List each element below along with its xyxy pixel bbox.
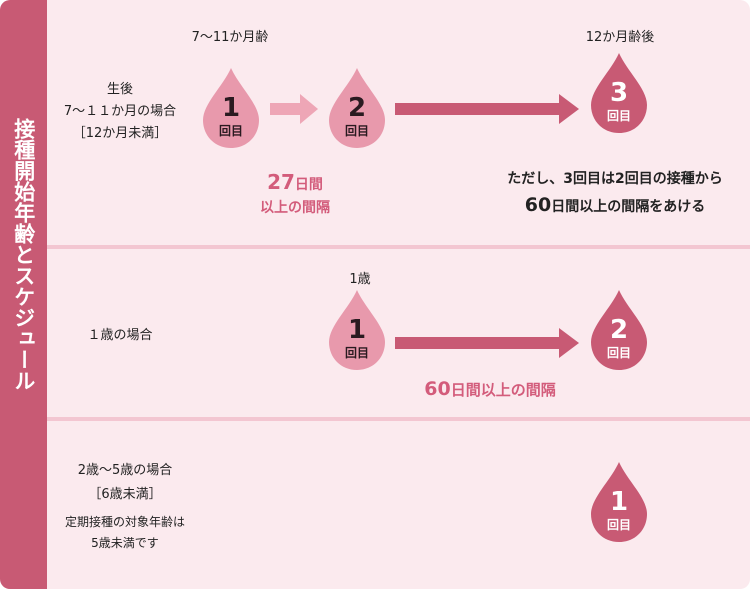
row1-note-num: 60 — [524, 194, 552, 216]
row1-dose1-num: 1 — [221, 93, 241, 123]
drop-icon — [591, 462, 647, 542]
row1-dose3-num: 3 — [609, 78, 629, 108]
row1-dose3-drop: 3 回目 — [591, 53, 647, 133]
row3-case-line2: ［6歳未満］ — [88, 487, 162, 502]
drop-icon — [329, 290, 385, 370]
row1-note-line1: ただし、3回目は2回目の接種から — [507, 171, 723, 187]
drop-icon — [591, 290, 647, 370]
row1-interval-unit: 日間 — [294, 177, 323, 193]
row2-age-top: 1歳 — [349, 272, 371, 287]
row2-dose2-label: 回目 — [606, 346, 631, 360]
sidebar: 接種開始年齢とスケジュール — [0, 0, 47, 589]
row2-case-label: １歳の場合 — [87, 328, 153, 343]
row1-dose3-label: 回目 — [606, 109, 631, 123]
row1-case-line3: ［12か月未満］ — [72, 126, 168, 141]
row1-long-arrow — [395, 94, 579, 124]
row1-dose2-num: 2 — [347, 93, 367, 123]
row3-dose1-num: 1 — [609, 487, 629, 517]
row3-note-line1: 定期接種の対象年齢は — [64, 515, 185, 529]
row2-dose1-num: 1 — [347, 315, 367, 345]
row2-interval: 60日間以上の間隔 — [400, 377, 580, 402]
drop-icon — [203, 68, 259, 148]
drop-icon — [329, 68, 385, 148]
row2-dose1-drop: 1 回目 — [329, 290, 385, 370]
row2-long-arrow — [395, 328, 579, 358]
row1-dose1-label: 回目 — [218, 124, 243, 138]
row1-case-line2: 7〜１１か月の場合 — [63, 104, 177, 119]
row-divider-1 — [47, 245, 750, 249]
drop-icon — [591, 53, 647, 133]
row1-short-arrow — [270, 94, 318, 124]
row1-interval-line2: 以上の間隔 — [260, 200, 330, 216]
row1-dose2-label: 回目 — [344, 124, 369, 138]
row2-dose2-drop: 2 回目 — [591, 290, 647, 370]
side-title: 接種開始年齢とスケジュール — [11, 118, 36, 391]
row3-note-line2: 5歳未満です — [91, 536, 159, 550]
row3-dose1-drop: 1 回目 — [591, 462, 647, 542]
row1-age-top: 7〜11か月齢 — [191, 30, 269, 45]
row1-interval-num: 27 — [267, 170, 295, 194]
row1-case-line1: 生後 — [106, 82, 133, 97]
row2-interval-rest: 日間以上の間隔 — [450, 381, 556, 399]
row1-dose2-drop: 2 回目 — [329, 68, 385, 148]
row1-note-rest: 日間以上の間隔をあける — [551, 199, 706, 215]
row1-age-top-right: 12か月齢後 — [585, 30, 655, 45]
row2-interval-num: 60 — [424, 378, 451, 400]
row1-note-line2: 60日間以上の間隔をあける — [480, 193, 750, 219]
row-divider-2 — [47, 417, 750, 421]
row1-interval-line1: 27日間 — [230, 170, 360, 197]
row3-dose1-label: 回目 — [606, 518, 631, 532]
row3-case-line1: 2歳〜5歳の場合 — [77, 463, 173, 478]
row2-dose1-label: 回目 — [344, 346, 369, 360]
row2-dose2-num: 2 — [609, 315, 629, 345]
row1-dose1-drop: 1 回目 — [203, 68, 259, 148]
